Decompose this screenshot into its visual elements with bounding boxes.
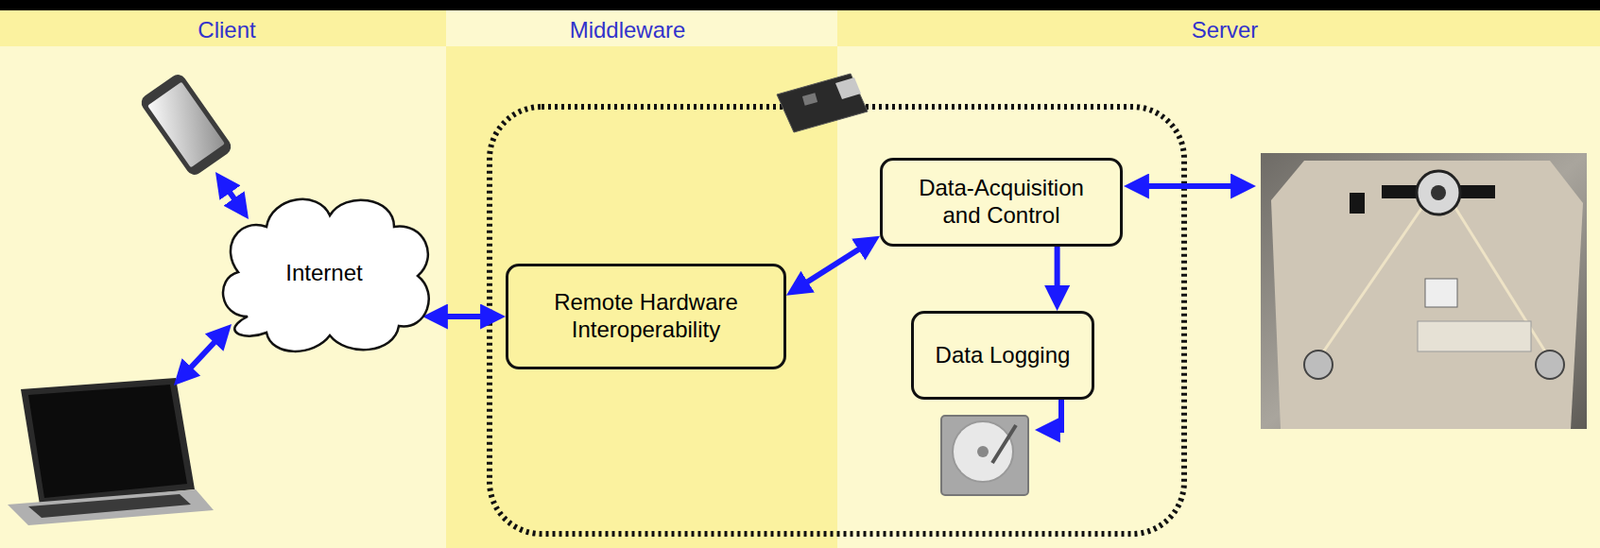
laptop-icon bbox=[7, 378, 214, 526]
text-group: Data Logging bbox=[935, 342, 1071, 370]
connector-arrow bbox=[792, 240, 874, 292]
connector-arrow bbox=[1054, 246, 1061, 304]
ethernet-port bbox=[835, 77, 861, 100]
node-text: Internet bbox=[285, 259, 362, 288]
pulley bbox=[1416, 171, 1461, 215]
phone-screen bbox=[147, 82, 225, 169]
text-group: Remote Hardware Interoperability bbox=[524, 289, 768, 345]
small-pulley bbox=[1304, 350, 1333, 379]
column-ground bbox=[0, 46, 447, 548]
hardware-link-arrow bbox=[1131, 183, 1249, 190]
board-icon bbox=[776, 73, 868, 133]
header-band bbox=[837, 10, 1600, 47]
column-header: Server bbox=[1191, 17, 1259, 45]
string bbox=[1318, 200, 1428, 360]
process-box: Data-Acquisition and Control bbox=[879, 157, 1123, 247]
phone-link-arrow bbox=[220, 178, 245, 214]
plate bbox=[1271, 160, 1583, 430]
photo-frame bbox=[1260, 153, 1587, 430]
column-header: Client bbox=[197, 17, 256, 45]
text-group: Data-Acquisition and Control bbox=[898, 174, 1104, 230]
disk-spindle bbox=[977, 446, 989, 458]
process-box: Data Logging bbox=[911, 310, 1095, 400]
node-text: Remote Hardware Interoperability bbox=[524, 289, 768, 345]
pcb bbox=[776, 73, 868, 133]
text-group: Internet bbox=[285, 259, 362, 288]
clamp bbox=[1349, 192, 1365, 214]
connector-arrow bbox=[430, 313, 499, 320]
disk-arm bbox=[992, 425, 1016, 464]
column-ground bbox=[837, 46, 1600, 548]
disk-body bbox=[941, 415, 1029, 496]
column-header: Middleware bbox=[569, 17, 687, 45]
cloud-node: Internet bbox=[214, 189, 434, 358]
laptop-screen bbox=[28, 384, 188, 499]
pulley-hub bbox=[1430, 185, 1446, 201]
column-ground bbox=[446, 46, 838, 548]
node-text: Data-Acquisition and Control bbox=[898, 174, 1104, 230]
disk-platter bbox=[952, 421, 1014, 482]
chip bbox=[802, 92, 818, 105]
process-box: Remote Hardware Interoperability bbox=[505, 263, 787, 370]
header-band bbox=[446, 10, 838, 47]
node-text: Data Logging bbox=[935, 342, 1071, 370]
top-bar bbox=[0, 0, 1600, 11]
hard-disk-icon bbox=[941, 415, 1029, 496]
apparatus-photo bbox=[1260, 153, 1587, 430]
phone-icon bbox=[137, 71, 235, 179]
laptop-link-arrow bbox=[179, 329, 227, 380]
disk-write-arrow bbox=[1042, 399, 1062, 431]
laptop-base bbox=[7, 489, 214, 526]
laptop-keyboard bbox=[28, 494, 191, 518]
laptop-lid bbox=[20, 378, 195, 505]
board-boundary bbox=[489, 106, 1185, 534]
header-band bbox=[0, 10, 447, 47]
small-pulley bbox=[1535, 350, 1565, 379]
cloud-outline bbox=[223, 199, 430, 352]
phone-body bbox=[137, 71, 235, 179]
logo-plate bbox=[1425, 278, 1458, 308]
name-plate bbox=[1417, 321, 1532, 352]
